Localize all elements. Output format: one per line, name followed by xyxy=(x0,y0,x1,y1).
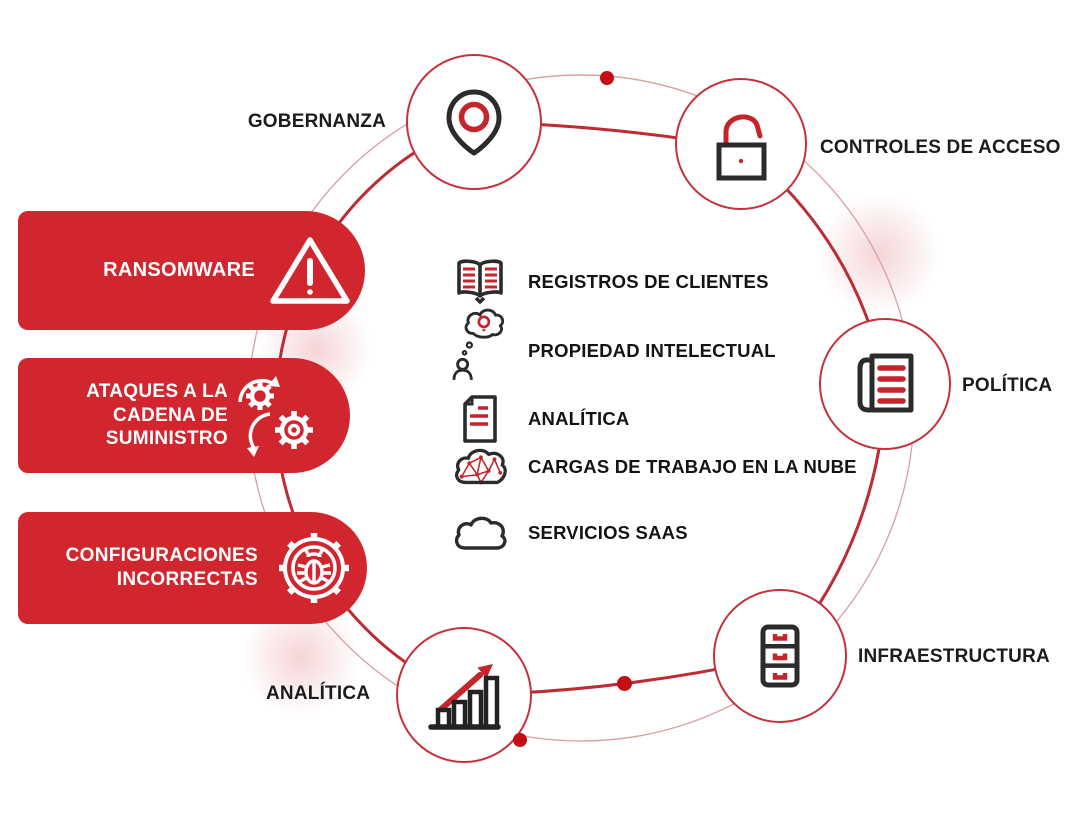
ring-dot xyxy=(617,676,632,691)
banner-ransomware: RANSOMWARE xyxy=(18,211,365,330)
ring-node-infraestructura xyxy=(713,589,847,723)
banner-misconfiguration: CONFIGURACIONES INCORRECTAS xyxy=(18,512,367,624)
ring-node-gobernanza xyxy=(406,54,542,190)
idea-person-icon xyxy=(452,308,508,389)
ring-node-analitica xyxy=(396,627,532,763)
analytics-document-icon xyxy=(452,393,508,445)
asset-row: PROPIEDAD INTELECTUAL xyxy=(452,308,776,380)
location-pin-icon xyxy=(446,89,502,156)
bug-gear-icon xyxy=(279,533,349,603)
banner-ransomware-label: RANSOMWARE xyxy=(103,259,255,281)
warning-triangle-icon xyxy=(270,237,350,304)
ring-dot xyxy=(513,733,527,747)
asset-label: PROPIEDAD INTELECTUAL xyxy=(528,340,776,361)
growth-chart-icon xyxy=(428,664,501,730)
label-politica: POLÍTICA xyxy=(962,375,1053,396)
server-cabinet-icon xyxy=(760,624,800,688)
cloud-icon xyxy=(452,514,508,552)
asset-row: REGISTROS DE CLIENTES xyxy=(452,258,769,306)
asset-label: CARGAS DE TRABAJO EN LA NUBE xyxy=(528,456,857,477)
supply-chain-gears-icon xyxy=(238,376,313,457)
open-padlock-icon xyxy=(716,114,767,181)
banner-supply-chain: ATAQUES A LA CADENA DE SUMINISTRO xyxy=(18,358,350,473)
cloud-mesh-icon xyxy=(452,445,508,489)
banner-misconfiguration-label: CONFIGURACIONES INCORRECTAS xyxy=(65,545,258,590)
ring-node-politica xyxy=(819,318,951,450)
label-controles: CONTROLES DE ACCESO xyxy=(820,137,1061,158)
label-infraestructura: INFRAESTRUCTURA xyxy=(858,646,1050,667)
asset-row: CARGAS DE TRABAJO EN LA NUBE xyxy=(452,443,857,491)
banner-supply-chain-label: ATAQUES A LA CADENA DE SUMINISTRO xyxy=(86,380,228,450)
open-book-icon xyxy=(452,256,508,308)
background-blob xyxy=(818,193,940,315)
label-gobernanza: GOBERNANZA xyxy=(247,111,386,132)
policy-document-icon xyxy=(857,353,914,413)
asset-row: ANALÍTICA xyxy=(452,395,629,443)
asset-label: REGISTROS DE CLIENTES xyxy=(528,271,769,292)
ring-node-controles xyxy=(675,78,807,210)
asset-label: SERVICIOS SAAS xyxy=(528,522,688,543)
asset-label: ANALÍTICA xyxy=(528,408,630,429)
asset-row: SERVICIOS SAAS xyxy=(452,509,688,557)
ring-dot xyxy=(600,71,614,85)
label-analitica: ANALÍTICA xyxy=(266,683,371,704)
